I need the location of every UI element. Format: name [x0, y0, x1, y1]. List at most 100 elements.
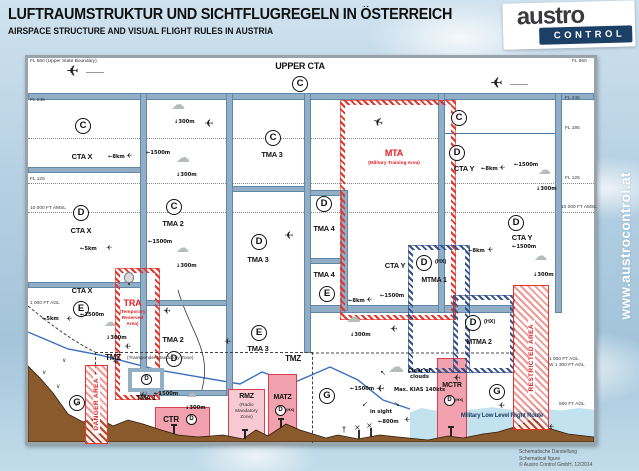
fl125-dotted-line — [28, 183, 594, 184]
amsl10000-label-left: 10 000 FT AMSL — [30, 206, 66, 211]
visibility-5km: 5km — [46, 316, 59, 322]
fl125-label-right: FL 125 — [565, 176, 580, 181]
arrow-down-icon: ↓ — [533, 272, 538, 278]
arrow-left-icon: ← — [80, 312, 85, 318]
class-d-badge: D — [416, 255, 432, 271]
zone-label-ctr: CTR — [163, 415, 179, 424]
class-c-badge: C — [166, 199, 182, 215]
arrow-left-icon: ← — [378, 419, 383, 425]
fl195-dotted-line — [28, 138, 438, 139]
arrow-down-icon: ↓ — [106, 335, 111, 341]
cloud-icon: ☁ — [176, 150, 190, 166]
zone-label-upper-cta: UPPER CTA — [275, 61, 325, 71]
class-e-badge: E — [73, 301, 89, 317]
cloud-distance-300m: 300m — [180, 263, 197, 269]
zone-label-cta-x: CTA X — [71, 152, 93, 161]
class-c-badge: C — [75, 118, 91, 134]
arrow-sw-icon: ↙ — [362, 400, 368, 408]
class-e-badge: E — [319, 286, 335, 302]
clear-of-clouds-line2: clouds — [410, 374, 429, 380]
small-plane-icon: ✈ — [126, 152, 132, 160]
arrow-down-icon: ↓ — [176, 263, 181, 269]
max-kias-label: Max. KIAS 140kts — [394, 387, 446, 393]
fl245-label-left: FL 245 — [30, 98, 45, 103]
zone-label-tma3: TMA 3 — [247, 344, 269, 353]
agl1000-label: 1 000 FT AGL — [549, 357, 579, 362]
zone-label-mtma2: MTMA 2 — [466, 339, 492, 346]
logo-control-text: CONTROL — [538, 25, 633, 45]
military-route-label: Military Low Level Flight Route — [460, 413, 544, 419]
class-e-badge: E — [251, 325, 267, 341]
antenna-mast-icon — [448, 426, 454, 436]
agl500-label: 500 FT AGL — [559, 402, 585, 407]
cloud-icon: ☁ — [176, 241, 189, 256]
class-d-badge-small: D — [444, 395, 455, 406]
zone-label-cta-y: CTA Y — [511, 233, 533, 242]
small-plane-icon: ✈ — [376, 384, 385, 395]
wind-turbine-rotor-icon: × — [366, 421, 373, 430]
arrow-down-icon: ↓ — [174, 119, 179, 125]
small-plane-icon: ✈ — [284, 229, 294, 242]
antenna-mast-icon — [278, 418, 284, 428]
small-plane-icon: ✈ — [124, 342, 131, 351]
small-plane-icon: ✈ — [498, 401, 505, 410]
class-d-badge-small: D — [141, 374, 152, 385]
cloud-icon: ☁ — [346, 308, 361, 326]
amsl10000-label-right: 10 000 FT AMSL — [561, 205, 597, 210]
zone-label-mtma1: MTMA 1 — [421, 277, 447, 284]
tmz-subtitle: (Transponder Mandatory Zone) — [127, 356, 194, 361]
fl195-line-right — [445, 133, 555, 134]
zone-label-danger-area: DANGER AREA — [93, 375, 100, 434]
airliner-icon: ✈ — [66, 62, 79, 80]
wind-turbine-icon — [370, 428, 372, 437]
zone-label-tmz: TMZ — [285, 354, 301, 363]
small-plane-icon: ✈ — [163, 307, 171, 317]
arrow-left-icon: ← — [42, 316, 47, 322]
arrow-down-icon: ↓ — [185, 405, 190, 411]
cloud-distance-1500m: 1500m — [516, 244, 537, 250]
airliner-icon: ✈ — [490, 74, 503, 92]
zone-label-cta-y: CTA Y — [384, 261, 406, 270]
visibility-8km: 8km — [472, 248, 485, 254]
visibility-8km: 8km — [352, 298, 365, 304]
small-plane-icon: ✈ — [453, 374, 461, 384]
footer-line-2: Schematical figure — [519, 455, 561, 462]
cloud-distance-300m: 300m — [537, 272, 554, 278]
class-d-badge: D — [166, 351, 182, 367]
website-vertical-text: www.austrocontrol.at — [618, 172, 633, 320]
contrail-line — [86, 72, 104, 73]
cloud-distance-1500m: 1500m — [150, 150, 171, 156]
arrow-left-icon: ← — [148, 239, 153, 245]
danger-area-band: DANGER AREA — [85, 365, 108, 444]
arrow-left-icon: ← — [512, 244, 517, 250]
airspace-diagram: FL 660 (Upper State Boundary) FL 660 UPP… — [25, 55, 597, 445]
zone-label-cta-x: CTA X — [70, 226, 92, 235]
small-plane-icon: ✈ — [487, 246, 493, 254]
zone-label-rmz: RMZ — [239, 393, 254, 400]
small-plane-icon: ✈ — [390, 325, 398, 335]
class-d-badge: D — [508, 215, 524, 231]
hang-glider-icon: ∨ — [62, 357, 67, 364]
class-c-badge: C — [265, 130, 281, 146]
cloud-distance-300m: 300m — [354, 332, 371, 338]
arrow-left-icon: ← — [380, 293, 385, 299]
cloud-icon: ☁ — [171, 97, 185, 113]
contrail-line — [510, 84, 528, 85]
zone-label-mctr: MCTR — [442, 382, 462, 389]
footer-line-1: Schematische Darstellung — [519, 449, 578, 455]
zone-label-tmz: TMZ — [105, 353, 121, 362]
hx-flag: (HX) — [435, 259, 447, 265]
cloud-icon: ☁ — [534, 249, 547, 264]
zone-label-tra: TRA — [123, 298, 142, 308]
bird-icon: ∨ — [74, 401, 79, 408]
cloud-distance-300m: 300m — [110, 335, 127, 341]
bird-icon: ∨ — [56, 383, 61, 390]
tra-subtitle: (Temporary Reserved Area) — [119, 310, 146, 327]
cloud-distance-300m: 300m — [189, 405, 206, 411]
cloud-icon: ☁ — [186, 387, 197, 400]
airspace-wall-top — [28, 93, 594, 100]
visibility-8km: 8km — [485, 166, 498, 172]
arrow-left-icon: ← — [350, 386, 355, 392]
rmz-subtitle: (Radio Mandatory Zone) — [235, 403, 258, 420]
